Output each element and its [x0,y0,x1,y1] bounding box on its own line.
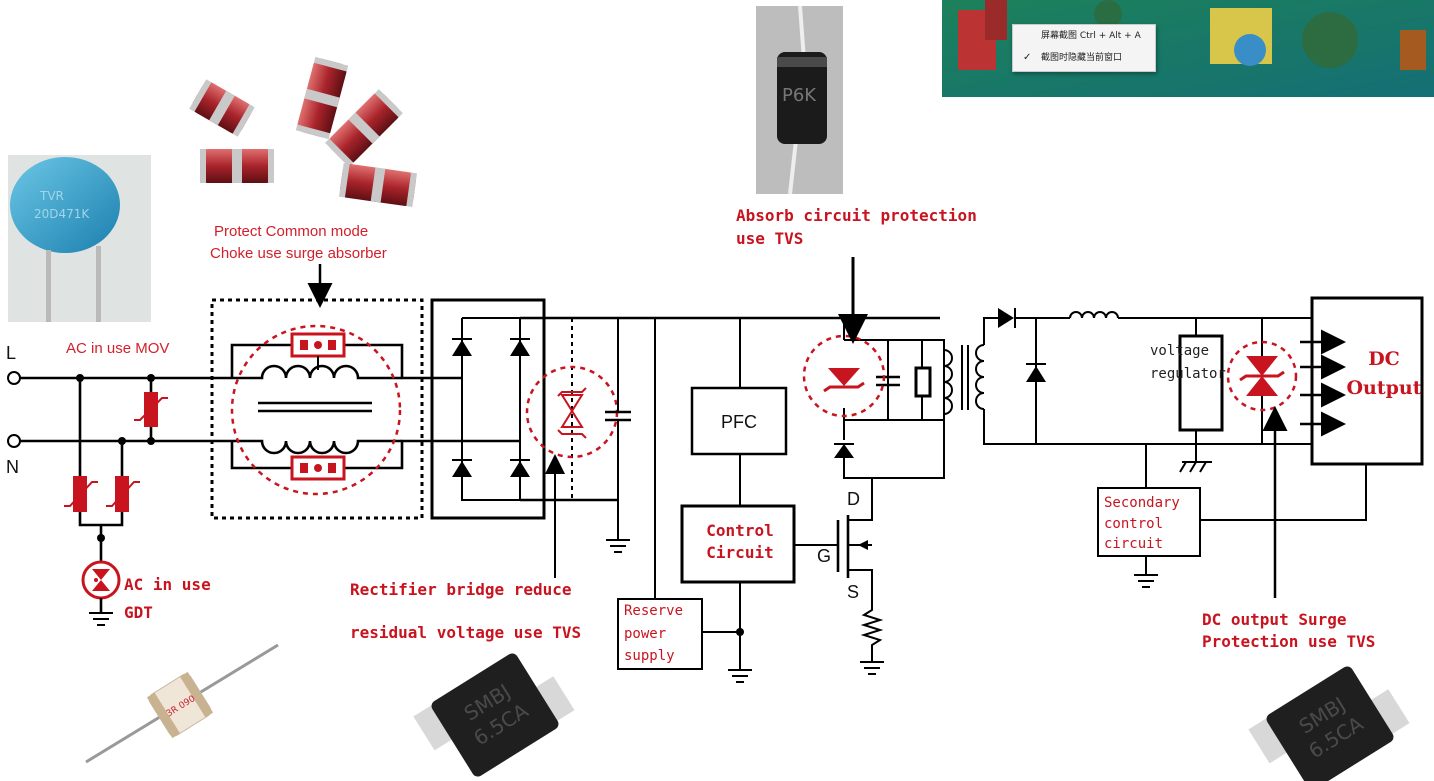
regulator-chassis-ground-icon [1179,461,1212,473]
pfc-label: PFC [721,412,757,432]
gdt-photo: 3R 090 [85,643,279,764]
control-label-1: Control [706,521,773,540]
mosfet-ground-icon [860,661,884,675]
control-label-2: Circuit [706,543,773,562]
control-circuit-block [680,504,796,584]
choke-annotation-1: Protect Common mode [214,223,368,240]
screenshot-context-menu: 屏幕截图 Ctrl + Alt + A ✓ 截图时隐藏当前窗口 [1012,24,1156,72]
regulator-label-2: regulator [1150,366,1226,382]
menu-item-hide-window[interactable]: ✓ 截图时隐藏当前窗口 [1013,47,1155,69]
mov-symbol-n [106,476,140,512]
smd-tvs-right-photo: SMBJ 6.5CA [1248,666,1410,781]
absorb-annotation-2: use TVS [736,229,803,248]
bridge-diode-1 [452,338,472,356]
bridge-diode-3 [452,459,472,477]
bridge-ground-icon [606,539,630,553]
rectifier-bridge [422,298,940,578]
menu-item-hide-window-label: 截图时隐藏当前窗口 [1041,53,1123,63]
secondary-stage: voltage regulator Secondary control circ… [943,296,1424,598]
gdt-symbol [81,560,121,600]
input-stage [7,371,232,626]
secondary-label-2: control [1104,516,1163,532]
bridge-diode-2 [510,338,530,356]
absorb-tvs-symbol [823,368,865,393]
reserve-label-2: power [624,626,666,642]
pfc-block [690,386,788,456]
secondary-ground-icon [1134,574,1158,588]
absorb-tvs-highlight-circle [802,334,886,418]
drain-label: D [847,489,860,509]
secondary-label-1: Secondary [1104,495,1180,511]
checkmark-icon: ✓ [1023,52,1032,63]
dc-output-label-2: Output [1346,377,1421,399]
reserve-label-3: supply [624,648,675,664]
gdt-annotation-1: AC in use [124,575,211,594]
secondary-label-3: circuit [1104,536,1163,552]
gate-label: G [817,546,831,566]
dc-tvs-highlight-circle [1226,340,1298,412]
pfc-control-stage: PFC Control Circuit Reserve power supply [617,318,838,683]
rectifier-annotation-2: residual voltage use TVS [350,623,581,642]
dc-output-label-1: DC [1368,348,1400,370]
absorb-annotation-1: Absorb circuit protection [736,206,977,225]
mosfet-stage: D G S [802,257,945,675]
dc-surge-annotation-2: Protection use TVS [1202,632,1375,651]
dc-surge-annotation-1: DC output Surge [1202,610,1347,629]
n-terminal [7,434,21,448]
regulator-label-1: voltage [1150,343,1209,359]
mov-annotation: AC in use MOV [66,340,169,357]
reserve-power-block [617,598,703,670]
gdt-annotation-2: GDT [124,603,153,622]
rectifier-annotation-1: Rectifier bridge reduce [350,580,572,599]
mov-symbol-l [64,476,98,512]
bridge-diode-4 [510,459,530,477]
source-label: S [847,582,859,602]
gdt-ground-icon [89,612,113,626]
reserve-label-1: Reserve [624,603,683,619]
mov-symbol-ln [134,392,168,427]
secondary-control-block [1097,487,1201,557]
surge-absorber-photo [189,56,418,207]
live-label: L [6,343,16,363]
neutral-label: N [6,457,19,477]
svg-text:TVR: TVR [39,189,64,203]
menu-item-screenshot[interactable]: 屏幕截图 Ctrl + Alt + A [1013,25,1155,47]
bridge-tvs-symbol [557,387,587,439]
mov-photo: TVR 20D471K [8,155,151,322]
voltage-regulator-block [1178,334,1224,432]
dc-tvs-symbol [1239,356,1285,396]
menu-item-screenshot-label: 屏幕截图 Ctrl + Alt + A [1041,31,1141,41]
choke-highlight-circle [230,324,402,496]
choke-annotation-2: Choke use surge absorber [210,245,387,262]
l-terminal [7,371,21,385]
control-ground-icon [728,669,752,683]
svg-text:20D471K: 20D471K [34,207,90,221]
common-mode-choke [210,298,424,520]
smd-tvs-left-photo: SMBJ 6.5CA [413,653,575,777]
axial-tvs-photo: P6K [756,5,843,195]
pcb-photo [942,0,1434,97]
tvs-axial-marking: P6K [782,85,817,106]
